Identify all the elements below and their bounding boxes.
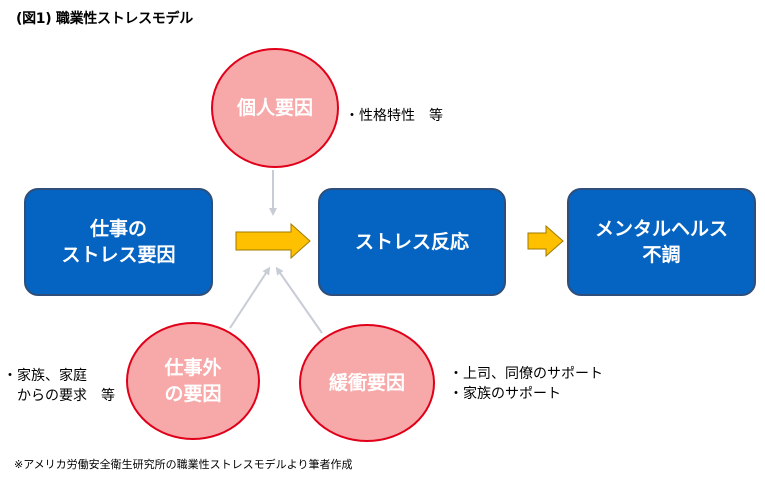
arrow-job-to-reaction bbox=[235, 222, 311, 260]
non-work-factor-circle: 仕事外 の要因 bbox=[126, 322, 260, 440]
buffer-note-line2: ・家族のサポート bbox=[449, 386, 561, 402]
buffer-factor-label: 緩衝要因 bbox=[328, 372, 405, 394]
arrow-nonwork-to-center bbox=[229, 266, 271, 329]
arrow-buffer-to-center bbox=[275, 266, 323, 334]
individual-factor-label: 個人要因 bbox=[236, 97, 313, 119]
non-work-note-line2: からの要求 等 bbox=[3, 388, 115, 404]
non-work-line2: の要因 bbox=[164, 383, 222, 405]
job-stress-box: 仕事の ストレス要因 bbox=[24, 188, 213, 296]
job-stress-line2: ストレス要因 bbox=[61, 244, 176, 266]
buffer-note-line1: ・上司、同僚のサポート bbox=[449, 366, 603, 382]
buffer-factor-circle: 緩衝要因 bbox=[299, 324, 435, 442]
non-work-note: ・家族、家庭 からの要求 等 bbox=[3, 366, 115, 406]
non-work-line1: 仕事外 bbox=[164, 357, 222, 379]
stress-reaction-box: ストレス反応 bbox=[318, 188, 506, 296]
job-stress-line1: 仕事の bbox=[89, 218, 147, 240]
non-work-note-line1: ・家族、家庭 bbox=[3, 368, 87, 384]
individual-note: ・性格特性 等 bbox=[345, 108, 443, 124]
mental-health-line1: メンタルヘルス bbox=[594, 218, 728, 240]
arrow-reaction-to-mental bbox=[527, 224, 564, 258]
individual-factor-circle: 個人要因 bbox=[211, 48, 339, 168]
mental-health-line2: 不調 bbox=[642, 244, 681, 266]
source-footnote: ※アメリカ労働安全衛生研究所の職業性ストレスモデルより筆者作成 bbox=[14, 458, 353, 471]
figure-title: (図1) 職業性ストレスモデル bbox=[16, 11, 193, 27]
buffer-note: ・上司、同僚のサポート ・家族のサポート bbox=[449, 364, 603, 404]
stress-reaction-label: ストレス反応 bbox=[354, 231, 469, 253]
mental-health-box: メンタルヘルス 不調 bbox=[567, 188, 756, 296]
